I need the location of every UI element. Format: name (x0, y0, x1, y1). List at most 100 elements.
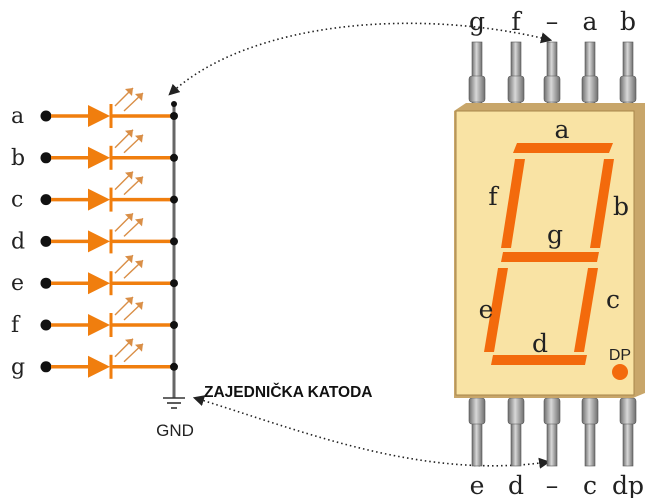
diode-icon (88, 355, 110, 378)
segment-label-c: c (606, 285, 620, 314)
top-pin-label: – (546, 7, 559, 36)
diode-icon (88, 314, 110, 336)
segment-label-d: d (532, 329, 548, 358)
segment-c (574, 268, 598, 352)
bottom-connector-arrow (192, 395, 551, 469)
pin (468, 41, 486, 113)
diode-icon (88, 146, 110, 169)
segment-d (491, 355, 587, 365)
pin-shoulder (581, 75, 599, 103)
junction-dot (170, 321, 178, 329)
pin-shoulder (507, 75, 525, 103)
bottom-pin-label: d (508, 471, 524, 498)
dp-dot (612, 364, 628, 380)
input-terminal (40, 110, 52, 122)
junction-dot (171, 101, 177, 107)
input-terminal (40, 277, 52, 289)
pin-shoulder (468, 75, 486, 103)
light-arrow-head (135, 260, 143, 269)
row-label: g (11, 355, 25, 380)
bottom-pin-label: dp (612, 471, 644, 498)
segment-e (484, 268, 508, 352)
input-terminal (40, 194, 52, 206)
pin-shoulder (619, 75, 637, 103)
segment-g (501, 252, 599, 262)
row-label: a (11, 104, 24, 129)
gnd-label: GND (156, 421, 194, 440)
light-arrow-head (135, 343, 143, 352)
top-pin-label: f (511, 7, 522, 36)
top-connector-arrow (168, 22, 553, 96)
led-row: f (11, 296, 178, 338)
pin (581, 392, 599, 467)
led-row: e (11, 254, 178, 296)
input-terminal (40, 361, 52, 373)
pin (507, 392, 525, 467)
diode-icon (88, 272, 110, 295)
pin-shoulder (507, 397, 525, 425)
light-arrow-head (135, 93, 143, 101)
junction-dot (170, 237, 178, 246)
diode-icon (88, 105, 110, 127)
light-arrow-head (135, 176, 143, 185)
pin-shoulder (619, 397, 637, 425)
pin (619, 392, 637, 467)
light-arrow-head (125, 297, 133, 305)
segment-a (513, 143, 613, 153)
dp-label: DP (609, 347, 631, 364)
segment-b (590, 159, 614, 248)
pin-shoulder (468, 397, 486, 425)
ground-icon (163, 397, 185, 409)
top-pin-label: b (620, 7, 636, 36)
bottom-pin-label: c (583, 471, 597, 498)
segment-label-a: a (555, 115, 570, 144)
pin (543, 392, 561, 467)
bottom-pin-label: e (470, 471, 485, 498)
top-pin-label: a (583, 7, 598, 36)
light-arrow-head (125, 171, 133, 180)
segment-label-g: g (547, 220, 563, 249)
common-cathode-label: ZAJEDNIČKA KATODA (204, 383, 373, 401)
segment-label-b: b (613, 192, 629, 221)
junction-dot (170, 153, 178, 162)
input-terminal (40, 152, 52, 164)
top-pin-label: g (469, 7, 485, 36)
light-arrow-head (125, 255, 133, 264)
junction-dot (170, 112, 178, 120)
led-row: d (11, 212, 178, 254)
pin (619, 41, 637, 113)
pin (507, 41, 525, 113)
pin-shoulder (581, 397, 599, 425)
led-row: a (11, 87, 178, 129)
row-label: e (11, 271, 24, 296)
pin-shoulder (543, 75, 561, 103)
segment-label-e: e (479, 295, 494, 324)
diode-icon (88, 188, 110, 211)
led-row: b (11, 129, 178, 171)
light-arrow-head (125, 129, 133, 138)
pin-shoulder (543, 397, 561, 425)
light-arrow-head (135, 218, 143, 227)
light-arrow-head (125, 338, 133, 347)
led-row: g (11, 338, 178, 380)
junction-dot (170, 195, 178, 204)
bottom-pin-label: – (546, 471, 559, 498)
row-label: b (11, 146, 25, 171)
input-terminal (40, 319, 52, 331)
segment-label-f: f (488, 182, 499, 211)
pin (468, 392, 486, 467)
input-terminal (40, 235, 52, 247)
segment-f (501, 159, 525, 248)
led-row: c (11, 171, 178, 213)
junction-dot (170, 279, 178, 288)
row-label: f (11, 313, 21, 338)
diode-icon (88, 230, 110, 253)
light-arrow-head (125, 88, 133, 96)
pin (581, 41, 599, 113)
light-arrow-head (135, 302, 143, 310)
light-arrow-head (135, 134, 143, 143)
pin (543, 41, 561, 113)
